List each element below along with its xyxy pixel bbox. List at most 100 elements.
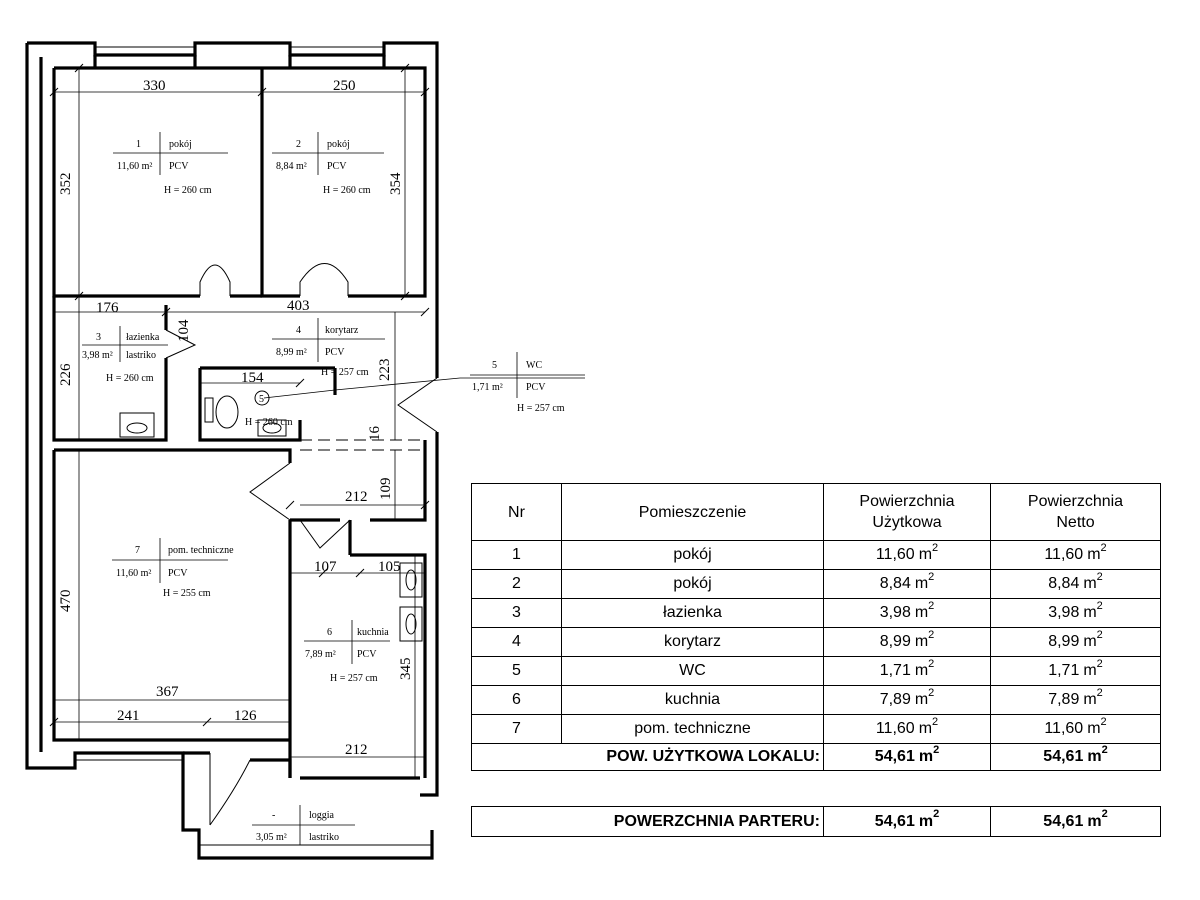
room-label-2: 2 pokój 8,84 m² PCV H = 260 cm xyxy=(272,132,384,196)
area-table: Nr Pomieszczenie Powierzchnia Użytkowa P… xyxy=(471,483,1161,771)
room-7-name: pom. techniczne xyxy=(168,545,234,556)
row-name: pom. techniczne xyxy=(561,714,824,744)
room-4-area: 8,99 m² xyxy=(276,347,307,358)
dim-room1-height: 352 xyxy=(58,173,74,196)
room-2-area: 8,84 m² xyxy=(276,161,307,172)
loggia-name: loggia xyxy=(309,810,335,821)
room-6-nr: 6 xyxy=(327,627,332,638)
row-nr: 6 xyxy=(471,685,562,715)
loggia-nr: - xyxy=(272,810,275,821)
header-net: Powierzchnia Netto xyxy=(990,483,1161,541)
room-7-height: H = 255 cm xyxy=(163,588,211,599)
room-4-nr: 4 xyxy=(296,325,301,336)
row-name: łazienka xyxy=(561,598,824,628)
room-label-loggia: - loggia 3,05 m² lastriko xyxy=(252,805,355,845)
wc-inside-height: H = 260 cm xyxy=(245,417,293,428)
door-swings xyxy=(165,263,438,826)
ground-label: POWERZCHNIA PARTERU: xyxy=(471,806,824,837)
dim-room1-width: 330 xyxy=(143,78,166,94)
dim-bath-height: 226 xyxy=(58,363,74,386)
room-4-height: H = 257 cm xyxy=(321,367,369,378)
room-label-6: 6 kuchnia 7,89 m² PCV H = 257 cm xyxy=(304,620,390,684)
room-5-height: H = 257 cm xyxy=(517,403,565,414)
room-label-4: 4 korytarz 8,99 m² PCV H = 257 cm xyxy=(272,318,385,378)
dim-kitchen-105: 105 xyxy=(378,559,401,575)
room-3-height: H = 260 cm xyxy=(106,373,154,384)
exterior-walls xyxy=(25,41,439,860)
header-usable-line1: Powierzchnia xyxy=(859,493,955,510)
header-usable: Powierzchnia Użytkowa xyxy=(823,483,991,541)
total-label: POW. UŻYTKOWA LOKALU: xyxy=(471,743,824,771)
room-4-floor: PCV xyxy=(325,347,345,358)
row-name: korytarz xyxy=(561,627,824,657)
row-name: kuchnia xyxy=(561,685,824,715)
row-nr: 7 xyxy=(471,714,562,744)
dim-bath-width: 176 xyxy=(96,300,119,316)
room-1-area: 11,60 m² xyxy=(117,161,152,172)
dimension-lines xyxy=(54,68,585,778)
room-5-nr: 5 xyxy=(492,360,497,371)
header-nr: Nr xyxy=(471,483,562,541)
header-usable-line2: Użytkowa xyxy=(872,514,942,531)
dim-tech-height: 470 xyxy=(58,590,74,613)
room-7-nr: 7 xyxy=(135,545,140,556)
dim-tech-241: 241 xyxy=(117,708,140,724)
room-label-3: 3 łazienka 3,98 m² lastriko H = 260 cm xyxy=(82,326,168,384)
room-3-floor: lastriko xyxy=(126,350,156,361)
room-3-area: 3,98 m² xyxy=(82,350,113,361)
room-6-floor: PCV xyxy=(357,649,377,660)
room-1-height: H = 260 cm xyxy=(164,185,212,196)
room-6-area: 7,89 m² xyxy=(305,649,336,660)
row-nr: 5 xyxy=(471,656,562,686)
room-7-area: 11,60 m² xyxy=(116,568,151,579)
dim-tech-width: 367 xyxy=(156,684,179,700)
room-4-name: korytarz xyxy=(325,325,359,336)
dimension-texts: 330 250 352 354 176 403 104 226 223 154 … xyxy=(58,78,414,758)
room-2-height: H = 260 cm xyxy=(323,185,371,196)
dim-door-104: 104 xyxy=(176,319,192,342)
header-net-line1: Powierzchnia xyxy=(1027,493,1124,510)
header-room: Pomieszczenie xyxy=(561,483,824,541)
dim-wc-width: 154 xyxy=(241,370,264,386)
wc-marker-number: 5 xyxy=(259,394,264,405)
row-nr: 1 xyxy=(471,540,562,570)
dim-room2-height: 354 xyxy=(388,172,404,195)
room-5-area: 1,71 m² xyxy=(472,382,503,393)
dim-kitchen-height: 345 xyxy=(398,658,414,681)
room-5-name: WC xyxy=(526,360,542,371)
room-7-floor: PCV xyxy=(168,568,188,579)
room-2-name: pokój xyxy=(327,139,350,150)
row-name: pokój xyxy=(561,569,824,599)
room-2-floor: PCV xyxy=(327,161,347,172)
room-3-nr: 3 xyxy=(96,332,101,343)
dimension-ticks xyxy=(49,63,430,727)
row-nr: 4 xyxy=(471,627,562,657)
dim-hall-height: 109 xyxy=(378,478,394,501)
header-net-line2: Netto xyxy=(1056,514,1095,531)
dim-corridor-width: 403 xyxy=(287,298,310,314)
room-1-name: pokój xyxy=(169,139,192,150)
